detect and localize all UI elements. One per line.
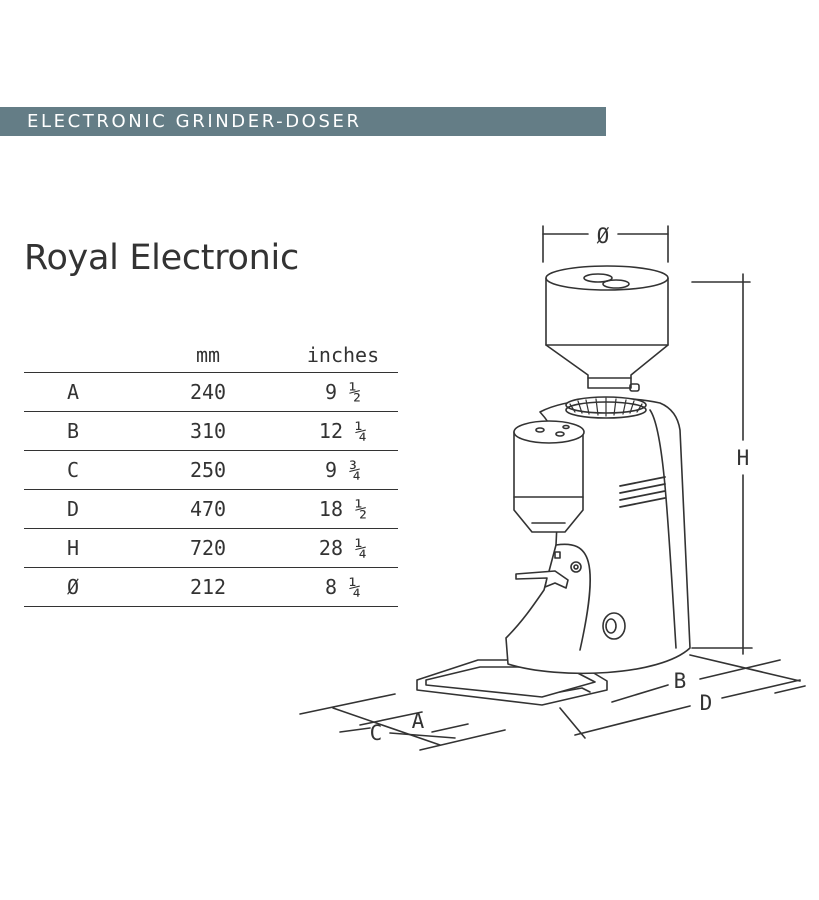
label-d: D: [700, 691, 713, 715]
height-dimension-line: [691, 273, 753, 655]
doser-chamber-shape: [513, 420, 585, 533]
table-header-row: mm inches: [24, 327, 398, 373]
dimension-d-line: [559, 679, 806, 739]
dimension-inches: 9 ¾: [288, 450, 398, 490]
dimension-label: H: [24, 528, 128, 568]
table-row: Ø 212 8 ¼: [24, 567, 398, 607]
label-height: H: [737, 446, 750, 470]
dimension-inches: 8 ¼: [288, 567, 398, 607]
label-b: B: [674, 669, 687, 693]
dimension-mm: 250: [128, 450, 288, 490]
table-row: B 310 12 ¼: [24, 411, 398, 451]
column-header-inches: inches: [288, 327, 398, 373]
dimension-label: B: [24, 411, 128, 451]
dimension-mm: 310: [128, 411, 288, 451]
table-row: A 240 9 ½: [24, 372, 398, 412]
dimension-inches: 12 ¼: [288, 411, 398, 451]
dimension-mm: 470: [128, 489, 288, 529]
dimension-label: A: [24, 372, 128, 412]
table-row: C 250 9 ¾: [24, 450, 398, 490]
bean-hopper-shape: [545, 265, 669, 392]
table-row: H 720 28 ¼: [24, 528, 398, 568]
dimension-mm: 212: [128, 567, 288, 607]
dimension-mm: 240: [128, 372, 288, 412]
dimension-a-line: [299, 693, 469, 746]
dimension-label: Ø: [24, 567, 128, 607]
product-title: Royal Electronic: [24, 238, 299, 278]
dimension-mm: 720: [128, 528, 288, 568]
label-a: A: [412, 709, 425, 733]
table-row: D 470 18 ½: [24, 489, 398, 529]
dimension-inches: 18 ½: [288, 489, 398, 529]
label-c: C: [370, 721, 383, 745]
diameter-dimension-line: [542, 225, 669, 263]
label-diameter: Ø: [597, 224, 610, 248]
dimension-label: C: [24, 450, 128, 490]
column-header-mm: mm: [128, 327, 288, 373]
dimensions-table: mm inches A 240 9 ½ B 310 12 ¼ C 250 9 ¾…: [24, 327, 398, 607]
column-header-label: [24, 327, 128, 373]
section-banner: ELECTRONIC GRINDER-DOSER: [0, 107, 606, 136]
dimension-label: D: [24, 489, 128, 529]
burr-adjustment-ring: [565, 396, 647, 419]
section-banner-text: ELECTRONIC GRINDER-DOSER: [27, 111, 362, 132]
control-knobs: [554, 551, 626, 640]
dimension-c-line: [339, 727, 506, 751]
dimension-inches: 9 ½: [288, 372, 398, 412]
portafilter-fork: [515, 570, 569, 589]
dimension-inches: 28 ¼: [288, 528, 398, 568]
dimension-b-line: [611, 654, 801, 703]
